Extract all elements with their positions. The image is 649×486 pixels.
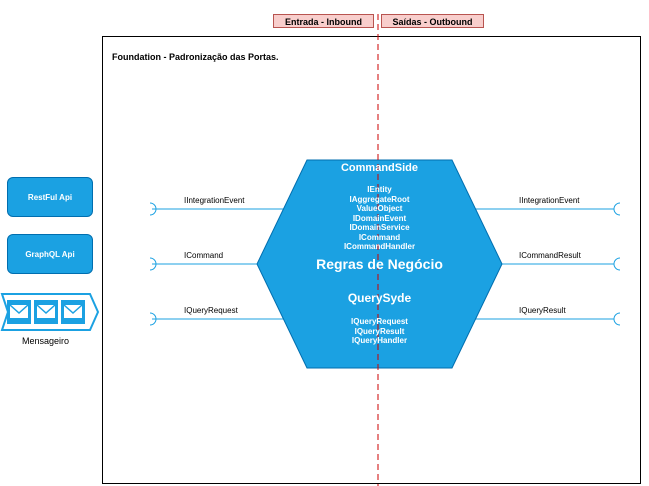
command-items: IEntity IAggregateRoot ValueObject IDoma… [307,185,452,252]
right-port-integration-event: IIntegrationEvent [519,196,580,205]
query-item: IQueryRequest [351,317,408,326]
outbound-tag: Saídas - Outbound [381,14,484,28]
query-items: IQueryRequest IQueryResult IQueryHandler [307,317,452,346]
command-item: IEntity [367,185,392,194]
restful-api-label: RestFul Api [27,192,73,202]
graphql-api-button[interactable]: GraphQL Api [7,234,93,274]
command-item: ICommand [358,232,401,242]
query-item: IQueryHandler [351,336,408,345]
command-item: IDomainEvent [352,213,407,223]
left-port-integration-event: IIntegrationEvent [184,196,245,205]
frame-title: Foundation - Padronização das Portas. [112,52,279,62]
query-item: IQueryResult [354,326,405,336]
left-port-query-request: IQueryRequest [184,306,238,315]
right-port-query-result: IQueryResult [519,306,566,315]
hexagon-core [256,159,503,369]
inbound-tag: Entrada - Inbound [273,14,374,28]
messenger-icon [0,293,100,331]
command-item: ICommandHandler [343,242,416,251]
command-side-title: CommandSide [340,162,418,174]
graphql-api-label: GraphQL Api [25,249,75,259]
restful-api-button[interactable]: RestFul Api [7,177,93,217]
right-port-command-result: ICommandResult [519,251,581,260]
core-title: Regras de Negócio [316,256,443,272]
command-item: ValueObject [356,204,403,213]
query-side-title: QuerySyde [347,291,412,305]
messenger-label: Mensageiro [22,336,70,346]
foundation-frame [102,36,641,484]
left-port-command: ICommand [184,251,224,260]
command-item: IAggregateRoot [349,194,410,204]
command-item: IDomainService [349,223,410,232]
